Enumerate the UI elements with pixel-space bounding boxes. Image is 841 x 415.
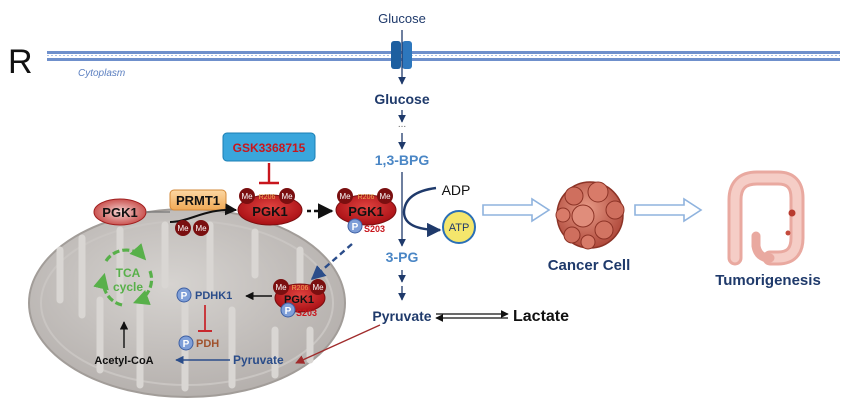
3pg-label: 3-PG: [386, 249, 419, 265]
mito-pyruvate-label: Pyruvate: [233, 353, 284, 367]
pdhk1-p-label: P: [181, 291, 188, 302]
pdh-label: PDH: [196, 338, 219, 350]
pdh-p-label: P: [183, 339, 190, 350]
phospho-s203-label: S203: [364, 224, 385, 234]
bpg-label: 1,3-BPG: [375, 152, 430, 168]
tca-cycle: TCA cycle: [93, 243, 154, 307]
adp-label: ADP: [442, 182, 471, 198]
phospho-me-2: Me: [379, 192, 391, 201]
atp-label: ATP: [449, 222, 470, 234]
mito-me-1: Me: [275, 283, 287, 292]
atp-to-cancer-arrow: [482, 197, 551, 223]
cancer-cell-label: Cancer Cell: [548, 257, 631, 274]
prmt1-me-2: Me: [195, 224, 207, 233]
prmt1-me-1: Me: [177, 224, 189, 233]
pgk1-me-1: Me: [241, 192, 253, 201]
pgk1-phospho-label: PGK1: [348, 204, 383, 219]
mito-me-2: Me: [312, 283, 324, 292]
pyruvate-label: Pyruvate: [372, 308, 431, 324]
phospho-r206-label: R206: [358, 194, 375, 201]
acetyl-coa-label: Acetyl-CoA: [94, 355, 153, 367]
adp-to-atp-arrow: [402, 186, 442, 238]
glucose-transporter: [391, 41, 412, 69]
mito-pgk1-complex: Me Me R206 PGK1 P S203: [273, 279, 326, 318]
inhibition-bar: [259, 163, 279, 185]
inhibitor-label: GSK3368715: [233, 141, 306, 155]
colon-icon: [727, 170, 805, 266]
cancer-cell-icon: [555, 181, 625, 250]
tca-cycle-label: cycle: [113, 280, 143, 294]
atp-badge: ATP: [442, 210, 476, 244]
pdhk1-inhibits-pdh: [198, 305, 212, 332]
pgk1-phospho: Me Me R206 PGK1 P S203: [335, 188, 397, 234]
pgk1-me-2: Me: [281, 192, 293, 201]
pgk1-methylated-label: PGK1: [252, 204, 287, 219]
pgk1-translocation-arrow: [310, 243, 353, 280]
pdhk1-group: P PDHK1: [176, 287, 232, 303]
prmt1-enzyme: PRMT1: [169, 189, 227, 211]
tca-label: TCA: [116, 266, 141, 280]
glucose-outside-label: Glucose: [378, 11, 426, 26]
pyruvate-transport-arrow: [295, 324, 381, 364]
panel-letter: R: [8, 43, 33, 81]
mito-pgk1-label: PGK1: [284, 294, 314, 306]
gsk3368715-inhibitor: GSK3368715: [222, 132, 316, 162]
pdhk1-label: PDHK1: [195, 290, 232, 302]
glycolysis-dots: ...: [398, 119, 406, 130]
pgk1-r206-label: R206: [259, 194, 276, 201]
mito-r206-label: R206: [292, 285, 309, 292]
phospho-p-label: P: [352, 222, 359, 233]
cell-membrane: [47, 51, 840, 61]
mito-p-label: P: [285, 306, 292, 317]
phospho-me-1: Me: [339, 192, 351, 201]
pdh-group: P PDH: [178, 335, 219, 351]
pgk1-unmodified: PGK1: [93, 198, 147, 226]
prmt1-methylation-arrow: [169, 203, 238, 223]
tumorigenesis-label: Tumorigenesis: [715, 272, 821, 289]
prmt1-me-pair: Me Me: [175, 220, 209, 236]
pgk1-methylated: Me Me R206 PGK1: [237, 188, 303, 226]
glucose-label: Glucose: [374, 91, 429, 107]
lactate-label: Lactate: [513, 308, 569, 325]
prmt1-label: PRMT1: [176, 193, 220, 208]
mito-s203-label: S203: [296, 308, 317, 318]
cytoplasm-label: Cytoplasm: [78, 68, 125, 79]
pgk1-unmodified-label: PGK1: [102, 205, 137, 220]
cancer-to-tumorigenesis-arrow: [634, 197, 703, 223]
